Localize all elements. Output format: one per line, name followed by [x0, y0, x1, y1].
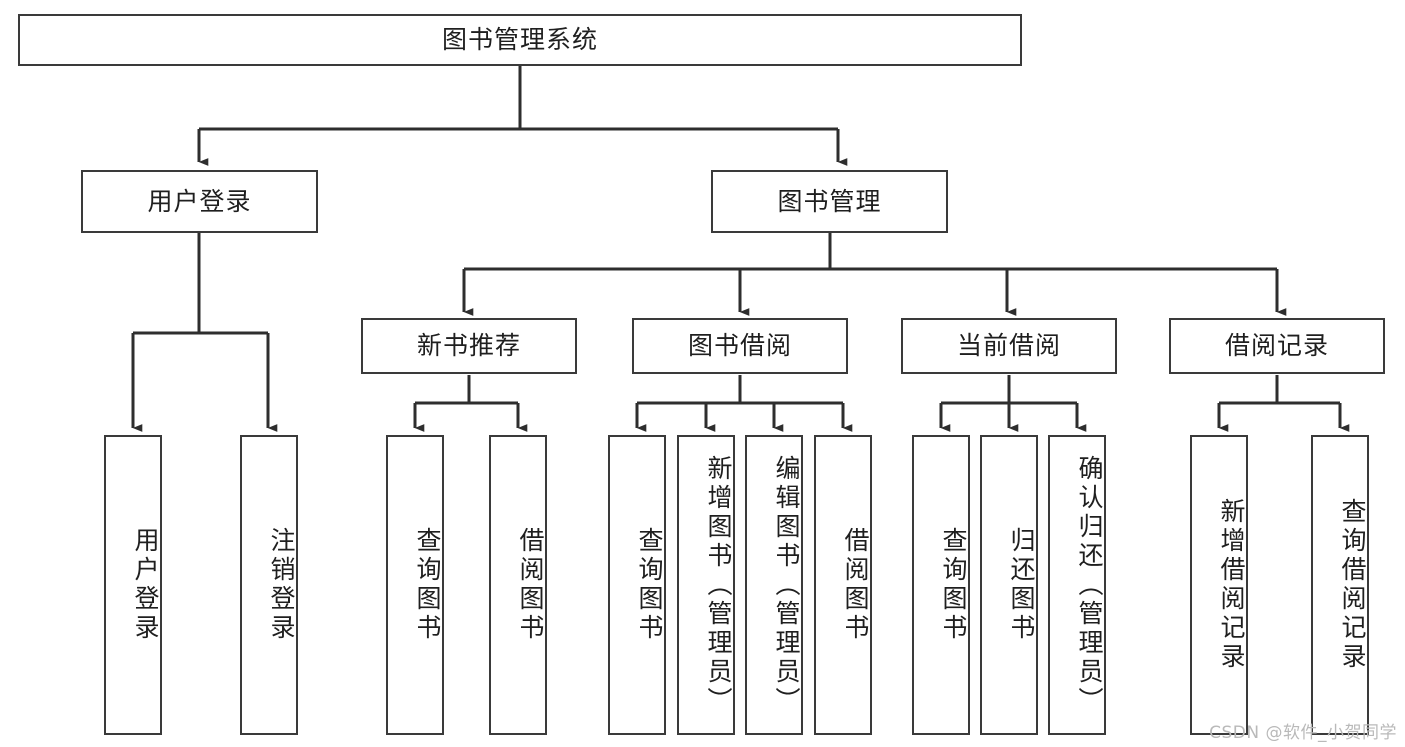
- edges-userlogin-to-leaves: [131, 233, 278, 432]
- node-label: 查询图书: [939, 527, 968, 643]
- node-label: 当前借阅: [956, 331, 1061, 360]
- leaf-user-login-signout[interactable]: 注销登录: [240, 435, 298, 735]
- leaf-borrowrecord-add-record[interactable]: 新增借阅记录: [1190, 435, 1248, 735]
- node-label: 图书借阅: [687, 331, 792, 360]
- node-root-system[interactable]: 图书管理系统: [18, 14, 1022, 66]
- node-label: 确认归还（管理员）: [1075, 454, 1104, 716]
- node-label: 图书管理: [777, 186, 882, 216]
- leaf-bookborrow-edit-book-admin[interactable]: 编辑图书（管理员）: [745, 435, 803, 735]
- node-label: 新增借阅记录: [1217, 498, 1246, 672]
- leaf-newbook-query-book[interactable]: 查询图书: [386, 435, 444, 735]
- node-label: 借阅图书: [516, 527, 545, 643]
- node-new-book-recommend[interactable]: 新书推荐: [361, 318, 577, 374]
- node-label: 借阅图书: [841, 527, 870, 643]
- leaf-currentborrow-confirm-return-admin[interactable]: 确认归还（管理员）: [1048, 435, 1106, 735]
- edges-newbook-to-leaves: [413, 375, 528, 432]
- node-label: 查询图书: [635, 527, 664, 643]
- node-borrow-record[interactable]: 借阅记录: [1169, 318, 1385, 374]
- node-label: 用户登录: [147, 186, 252, 216]
- node-book-management[interactable]: 图书管理: [711, 170, 948, 233]
- node-label: 借阅记录: [1224, 331, 1329, 360]
- leaf-bookborrow-borrow-book[interactable]: 借阅图书: [814, 435, 872, 735]
- node-current-borrow[interactable]: 当前借阅: [901, 318, 1117, 374]
- edges-currentborrow-to-leaves: [939, 375, 1087, 432]
- edges-bookmgmt-to-level3: [462, 233, 1287, 316]
- leaf-bookborrow-query-book[interactable]: 查询图书: [608, 435, 666, 735]
- edges-borrowrecord-to-leaves: [1217, 375, 1350, 432]
- leaf-currentborrow-query-book[interactable]: 查询图书: [912, 435, 970, 735]
- leaf-newbook-borrow-book[interactable]: 借阅图书: [489, 435, 547, 735]
- csdn-watermark: CSDN @软件_小贺同学: [1209, 723, 1397, 743]
- leaf-currentborrow-return-book[interactable]: 归还图书: [980, 435, 1038, 735]
- node-label: 图书管理系统: [441, 25, 598, 54]
- leaf-bookborrow-add-book-admin[interactable]: 新增图书（管理员）: [677, 435, 735, 735]
- edges-bookborrow-to-leaves: [635, 375, 853, 432]
- node-label: 编辑图书（管理员）: [772, 454, 801, 716]
- edges-root-to-level2: [197, 66, 848, 166]
- node-book-borrow[interactable]: 图书借阅: [632, 318, 848, 374]
- node-label: 用户登录: [131, 527, 160, 643]
- node-label: 查询图书: [413, 527, 442, 643]
- node-user-login[interactable]: 用户登录: [81, 170, 318, 233]
- leaf-borrowrecord-query-record[interactable]: 查询借阅记录: [1311, 435, 1369, 735]
- node-label: 新书推荐: [416, 331, 521, 360]
- node-label: 查询借阅记录: [1338, 498, 1367, 672]
- node-label: 归还图书: [1007, 527, 1036, 643]
- node-label: 新增图书（管理员）: [704, 454, 733, 716]
- node-label: 注销登录: [267, 527, 296, 643]
- leaf-user-login-signin[interactable]: 用户登录: [104, 435, 162, 735]
